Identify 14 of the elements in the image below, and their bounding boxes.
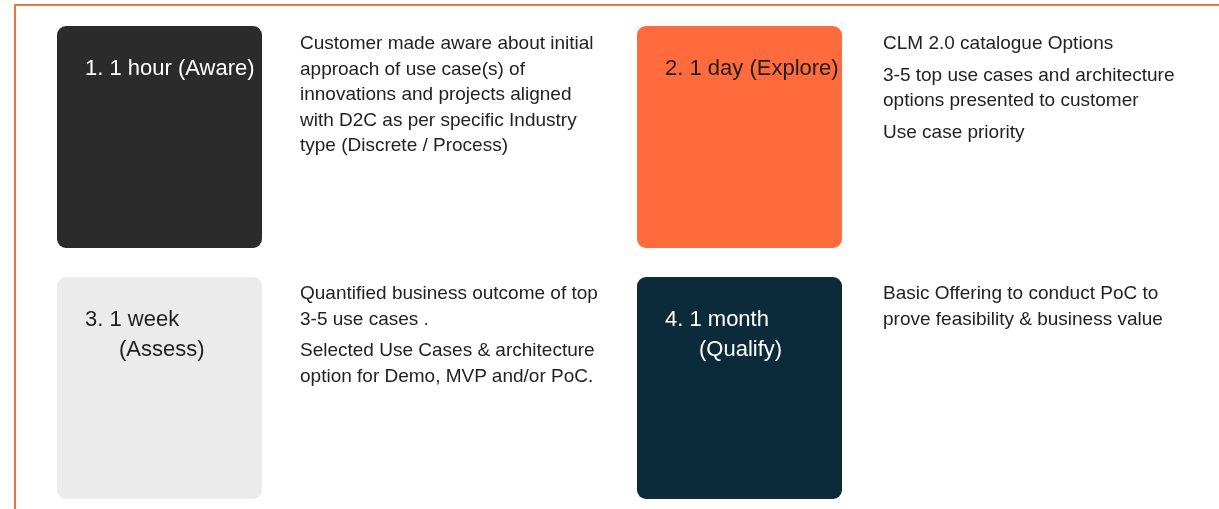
description-text: Quantified business outcome of top 3-5 use cases . [300,281,599,331]
stage-box [57,26,262,248]
stage-box [637,26,842,248]
description-text: Selected Use Cases & architecture option for Demo, MVP and/or PoC. [300,338,596,388]
stage-label: 1. 1 hour (Aware) [85,54,256,82]
stage-box [637,277,842,499]
description-text: CLM 2.0 catalogue Options [883,31,1115,55]
description-text: Basic Offering to conduct PoC to prove feasibility & business value [883,281,1164,331]
description-text: Use case priority [883,119,1026,144]
description-text: Customer made aware about initial approach of use case(s) of innovations and projects aligned with D2C as per specific Industry type (Discrete / Process) [300,31,595,158]
stage-label: 3. 1 week (Assess) [85,305,206,363]
stage-label: 4. 1 month (Qualify) [665,305,784,363]
stage-label: 2. 1 day (Explore) [665,54,840,82]
description-text: 3-5 top use cases and architecture options presented to customer [883,62,1176,113]
